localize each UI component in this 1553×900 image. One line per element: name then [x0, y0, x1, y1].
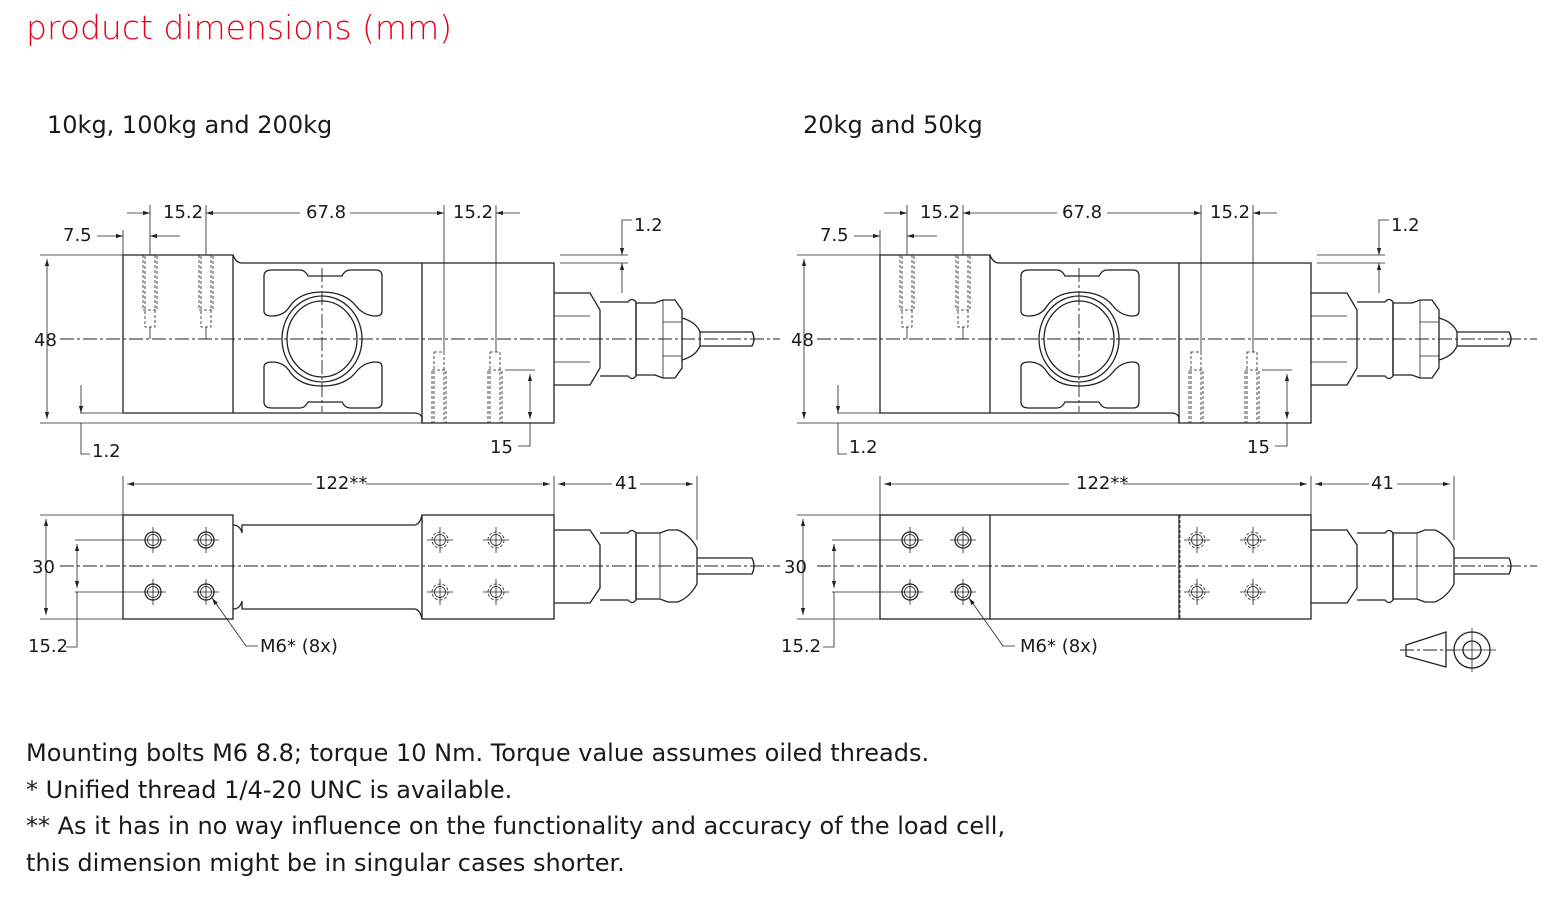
- dim-cable-gland: 41: [615, 473, 638, 494]
- first-angle-projection-icon: [1400, 628, 1496, 672]
- dim-thread-depth: 15: [1247, 437, 1270, 458]
- dim-hole-spacing-right: 15.2: [453, 202, 493, 223]
- dim-height: 48: [34, 330, 57, 351]
- thread-callout: M6* (8x): [1020, 636, 1098, 657]
- drawing-variant-2: [797, 205, 1537, 647]
- variant-heading-1: 10kg, 100kg and 200kg: [47, 111, 333, 139]
- dim-length: 122**: [1076, 473, 1128, 494]
- dim-cable-gland: 41: [1371, 473, 1394, 494]
- drawing-variant-1: [40, 205, 780, 647]
- dim-bottom-step: 1.2: [849, 437, 878, 458]
- notes: Mounting bolts M6 8.8; torque 10 Nm. Tor…: [26, 735, 1005, 881]
- dim-bottom-step: 1.2: [92, 441, 121, 462]
- dim-width: 30: [784, 557, 807, 578]
- dim-thread-depth: 15: [490, 437, 513, 458]
- dim-hole-spacing-right: 15.2: [1210, 202, 1250, 223]
- note-length-2: this dimension might be in singular case…: [26, 848, 625, 877]
- dim-hole-distance: 67.8: [1062, 202, 1102, 223]
- dim-hole-pitch: 15.2: [781, 636, 821, 657]
- note-thread: * Unified thread 1/4-20 UNC is available…: [26, 775, 513, 804]
- dim-top-step: 1.2: [634, 215, 663, 236]
- dim-edge-offset: 7.5: [63, 225, 92, 246]
- dim-hole-pitch: 15.2: [28, 636, 68, 657]
- dim-top-step: 1.2: [1391, 215, 1420, 236]
- note-length-1: ** As it has in no way influence on the …: [26, 812, 1006, 840]
- dim-hole-distance: 67.8: [306, 202, 346, 223]
- dim-hole-spacing: 15.2: [920, 202, 960, 223]
- thread-callout: M6* (8x): [260, 636, 338, 657]
- dim-length: 122**: [315, 473, 367, 494]
- page-title: product dimensions (mm): [26, 8, 453, 47]
- dim-edge-offset: 7.5: [820, 225, 849, 246]
- dim-hole-spacing: 15.2: [163, 202, 203, 223]
- note-mounting: Mounting bolts M6 8.8; torque 10 Nm. Tor…: [26, 739, 930, 767]
- variant-heading-2: 20kg and 50kg: [803, 111, 983, 139]
- dim-width: 30: [32, 557, 55, 578]
- dim-height: 48: [791, 330, 814, 351]
